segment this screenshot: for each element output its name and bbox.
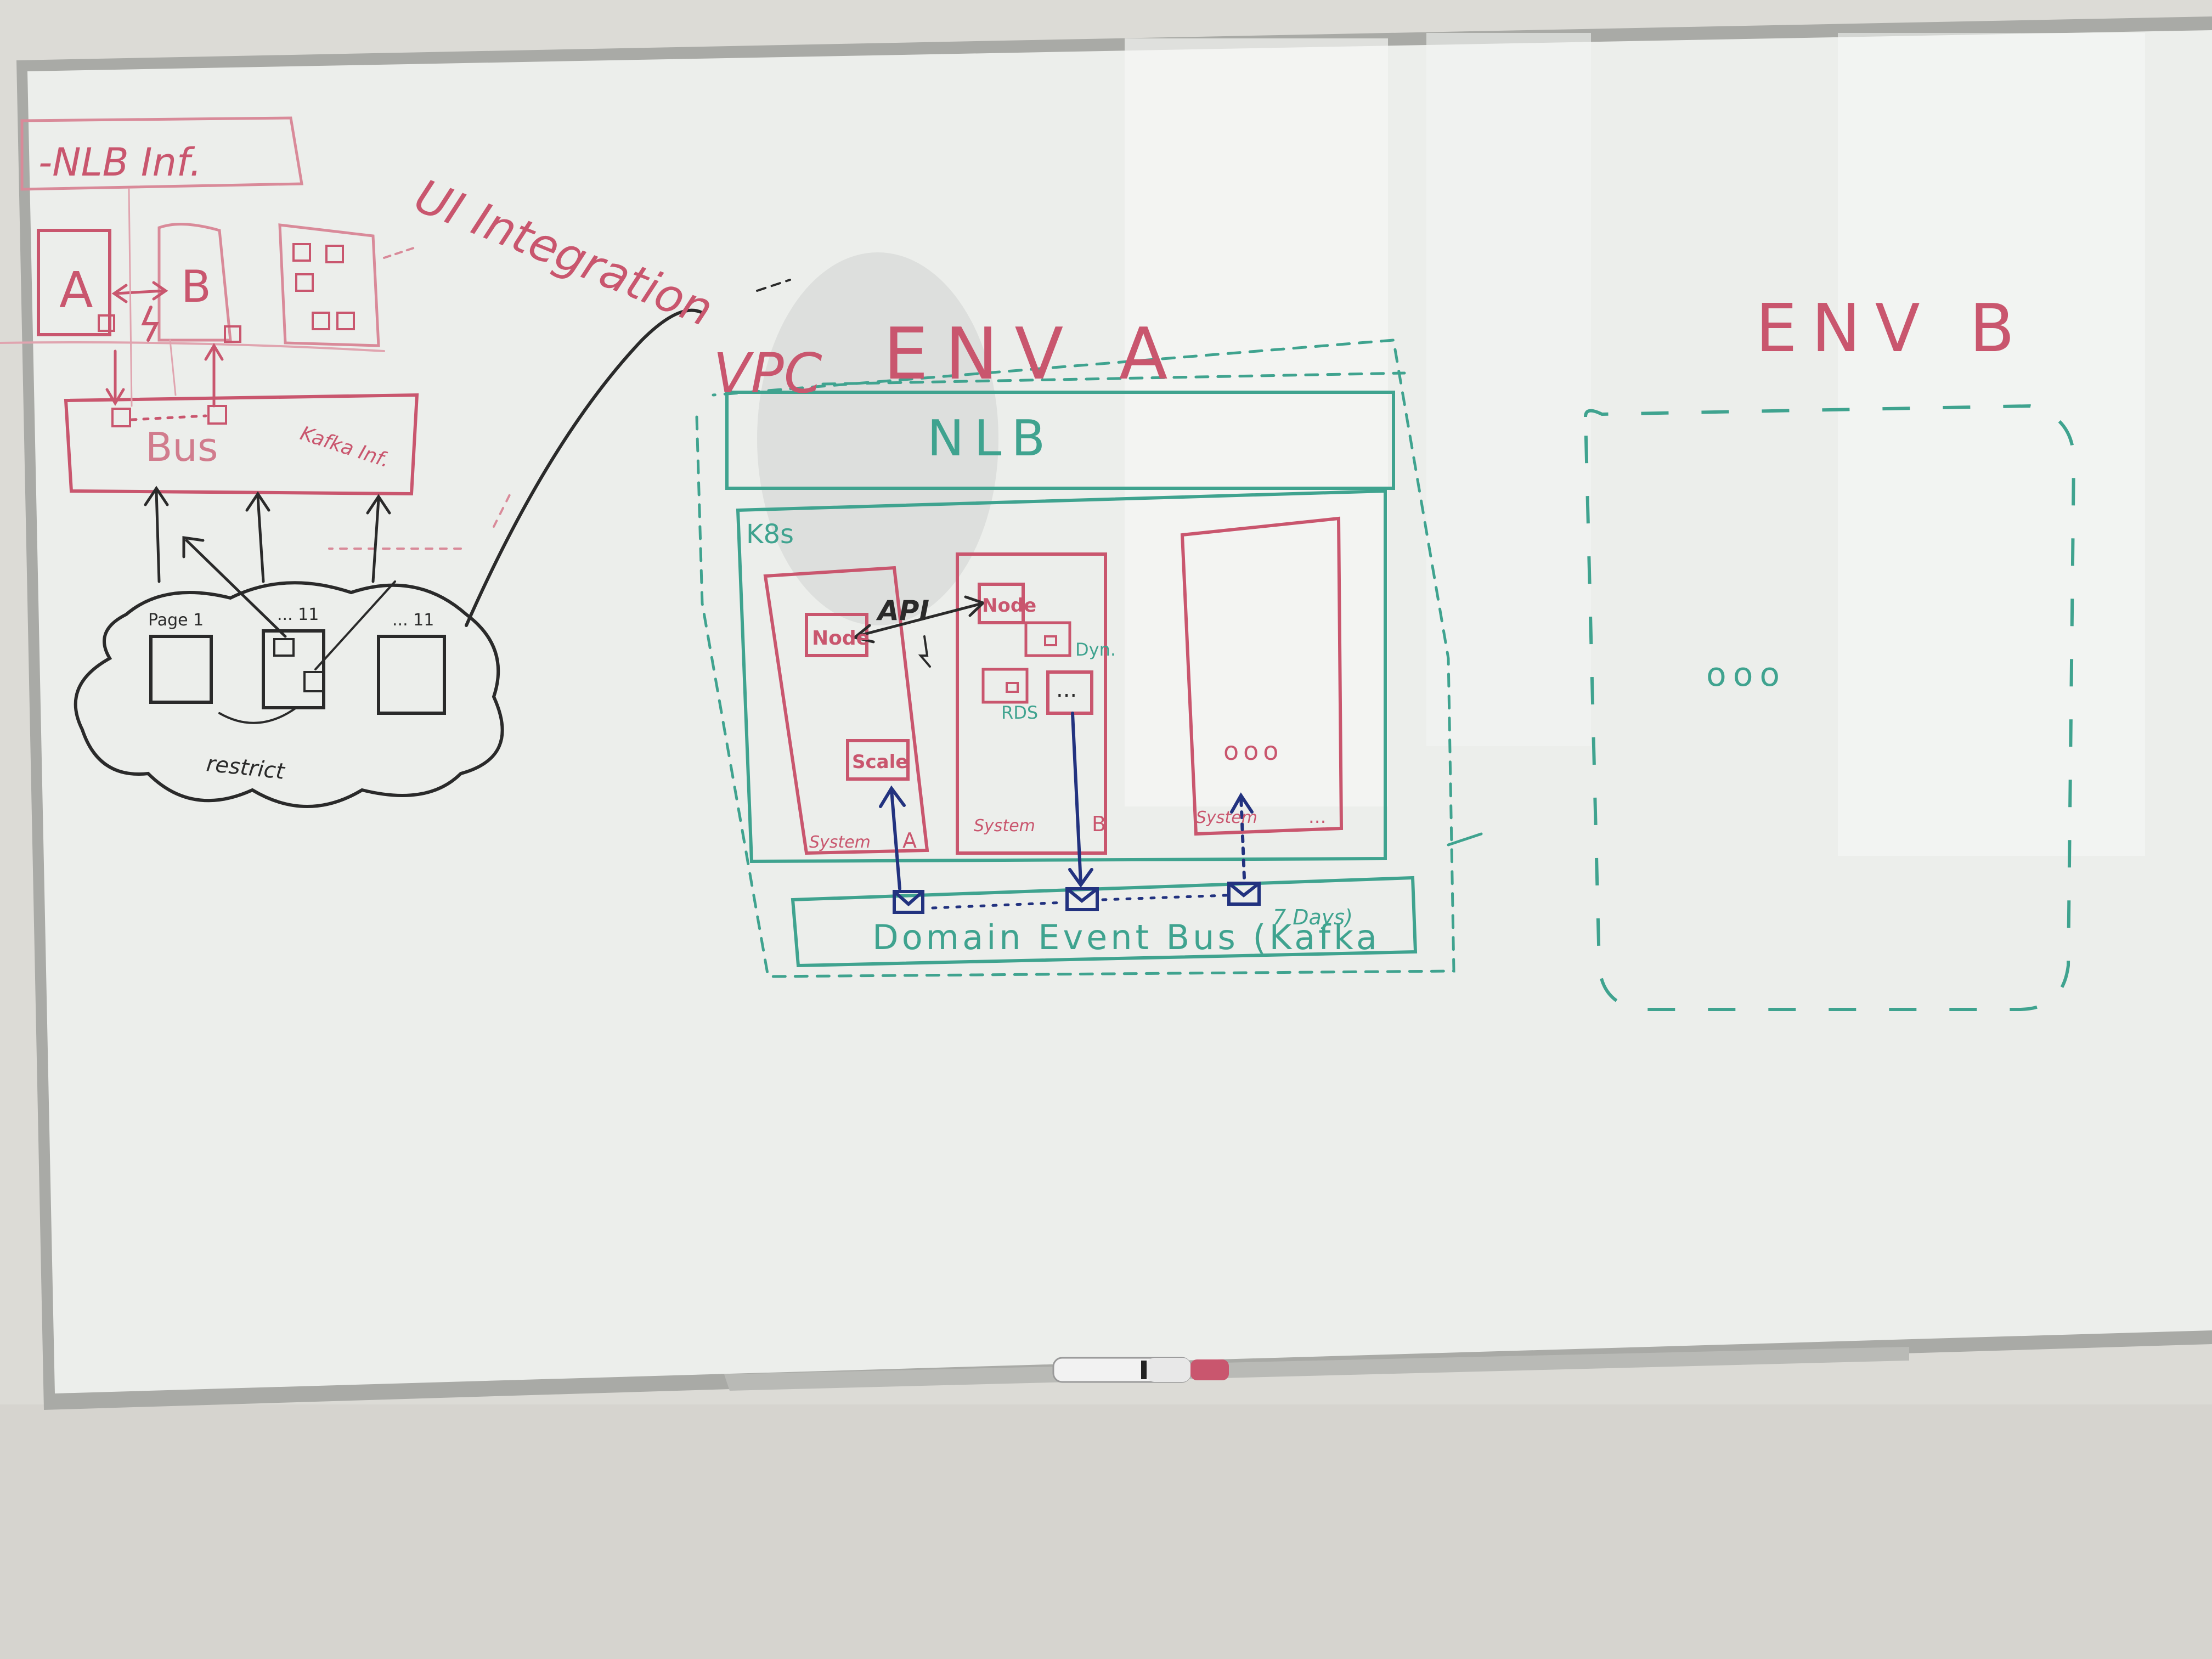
box-b-label: B xyxy=(181,261,211,312)
dots-to-bus-arrow xyxy=(1071,712,1082,885)
env-a-title: ENV A xyxy=(883,312,1184,396)
page-1 xyxy=(149,635,213,704)
domain-event-bus-label: Domain Event Bus (Kafka xyxy=(872,917,1380,957)
api-arrow xyxy=(854,602,984,638)
ui-integration-curve xyxy=(465,308,704,627)
glare xyxy=(1125,38,1388,806)
env-b-boundary xyxy=(1583,404,2076,1011)
node-box-a xyxy=(805,613,868,657)
scale-box xyxy=(846,739,910,781)
wall-lower xyxy=(0,1404,2212,1659)
system-b-box xyxy=(956,552,1107,855)
marker-tray xyxy=(724,1347,1909,1391)
shadow-reflection xyxy=(757,252,998,625)
page-2-label: ... 11 xyxy=(277,605,319,624)
page-2 xyxy=(262,629,325,709)
nlb-label: NLB xyxy=(927,410,1055,467)
system-c-box xyxy=(1180,516,1344,836)
system-b-label: System xyxy=(974,816,1035,836)
rds-label: RDS xyxy=(1001,702,1038,723)
env-b-dots: ooo xyxy=(1706,656,1786,694)
domain-event-bus-box xyxy=(791,876,1418,968)
nlb-box xyxy=(725,391,1395,490)
envelope-icon xyxy=(893,890,924,914)
system-c-dots: ... xyxy=(1308,806,1326,828)
dots-label: ... xyxy=(1056,677,1077,702)
scale-label: Scale xyxy=(852,751,908,773)
env-b-title: ENV B xyxy=(1756,291,2029,367)
bus-to-scale-arrow xyxy=(890,788,901,890)
k8s-box xyxy=(736,489,1387,864)
whiteboard-surface xyxy=(27,30,2212,1393)
page-1-label: Page 1 xyxy=(148,611,204,630)
nlb-inf-label: -NLB Inf. xyxy=(38,140,202,185)
glare xyxy=(1426,33,1591,746)
pages-cloud xyxy=(74,581,504,808)
api-label: API xyxy=(876,595,929,627)
dots-box xyxy=(1046,670,1093,715)
system-a-letter: A xyxy=(902,828,917,853)
vpc-label: VPC xyxy=(713,341,822,405)
system-b-letter: B xyxy=(1092,812,1106,836)
system-c-label: System xyxy=(1196,808,1257,827)
page-3 xyxy=(377,635,446,715)
bus-label: Bus xyxy=(145,424,218,470)
page-3-label: ... 11 xyxy=(392,611,434,630)
envelope-icon xyxy=(1065,887,1099,911)
node-b-label: Node xyxy=(982,595,1036,617)
rds-box xyxy=(981,668,1029,704)
dyn-label: Dyn. xyxy=(1075,639,1116,660)
kafka-retention-label: 7 Days) xyxy=(1273,905,1353,929)
glare xyxy=(1838,33,2145,856)
node-a-label: Node xyxy=(812,627,870,650)
marker[interactable] xyxy=(1052,1357,1229,1383)
box-a xyxy=(37,229,111,336)
box-c xyxy=(278,223,380,347)
ooo-label: ooo xyxy=(1223,736,1283,766)
envelope-icon xyxy=(1227,882,1261,906)
dyn-box xyxy=(1024,621,1071,657)
env-a-diagram xyxy=(695,279,1483,978)
box-b xyxy=(157,223,232,342)
system-a-box xyxy=(763,566,929,855)
bus-box xyxy=(64,393,419,496)
k8s-label: K8s xyxy=(746,519,794,550)
left-sketch xyxy=(0,116,704,808)
box-a-label: A xyxy=(59,262,93,319)
system-a-label: System xyxy=(809,833,871,852)
bus-to-system-c-arrow xyxy=(1239,794,1246,879)
vpc-boundary xyxy=(695,338,1455,978)
nlb-inf-box xyxy=(20,116,303,191)
